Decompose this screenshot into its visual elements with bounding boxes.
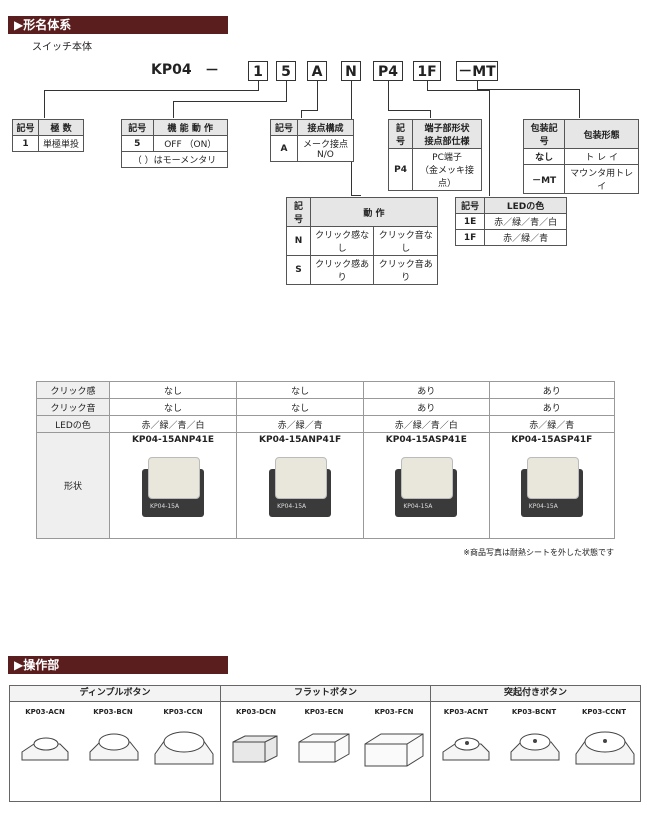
table-row: 形状 KP04-15ANP41E KP04-15A KP04-15ANP41F … — [37, 433, 615, 539]
part-number: KP04-15ANP41E — [110, 435, 236, 445]
table-row: LEDの色 赤／緑／青／白 赤／緑／青 赤／緑／青／白 赤／緑／青 — [37, 416, 615, 433]
button-drawing — [84, 722, 142, 766]
table-row: クリック音 なし なし あり あり — [37, 399, 615, 416]
code-box-contact: A — [307, 61, 327, 81]
code-box-led: 1F — [413, 61, 441, 81]
operator-item: KP03-ECN — [289, 708, 359, 766]
operator-item: KP03-CCNT — [569, 708, 639, 770]
code-box-terminal: P4 — [373, 61, 403, 81]
section-header-model-system: ▶形名体系 — [8, 16, 228, 34]
operator-item: KP03-FCN — [359, 708, 429, 770]
button-drawing — [361, 722, 427, 770]
operators-panel: ディンプルボタン KP03-ACN KP03-BCN KP03-CCN フラット… — [9, 685, 641, 802]
operator-group-dimple: ディンプルボタン KP03-ACN KP03-BCN KP03-CCN — [10, 686, 221, 801]
code-box-function: 5 — [276, 61, 296, 81]
button-drawing — [437, 722, 495, 766]
part-number: KP04-15ASP41E — [364, 435, 488, 445]
button-drawing — [16, 722, 74, 766]
section-subtitle: スイッチ本体 — [32, 38, 92, 53]
button-drawing — [151, 722, 215, 770]
button-drawing — [505, 722, 563, 766]
button-drawing — [227, 722, 285, 766]
product-photo: KP04-15A — [391, 451, 461, 521]
operator-item: KP03-DCN — [221, 708, 291, 766]
part-number: KP04-15ANP41F — [237, 435, 363, 445]
operator-group-flat: フラットボタン KP03-DCN KP03-ECN KP03-FCN — [221, 686, 431, 801]
operator-item: KP03-ACNT — [431, 708, 501, 766]
operator-item: KP03-ACN — [10, 708, 80, 766]
model-prefix: KP04 — [151, 62, 192, 78]
operator-item: KP03-BCNT — [499, 708, 569, 766]
code-box-action: N — [341, 61, 361, 81]
operator-item: KP03-CCN — [148, 708, 218, 770]
product-photo: KP04-15A — [517, 451, 587, 521]
table-row: クリック感 なし なし あり あり — [37, 382, 615, 399]
comparison-table: クリック感 なし なし あり あり クリック音 なし なし あり あり LEDの… — [36, 381, 615, 539]
model-dash: － — [205, 60, 219, 80]
code-box-packaging: －MT — [456, 61, 498, 81]
section-header-operators: ▶操作部 — [8, 656, 228, 674]
operator-item: KP03-BCN — [78, 708, 148, 766]
button-drawing — [572, 722, 636, 770]
product-photo: KP04-15A — [138, 451, 208, 521]
button-drawing — [293, 722, 355, 766]
part-number: KP04-15ASP41F — [490, 435, 614, 445]
operator-group-raised: 突起付きボタン KP03-ACNT KP03-BCNT KP03-CCNT — [431, 686, 640, 801]
photo-note: ※商品写真は耐熱シートを外した状態です — [463, 547, 614, 558]
product-photo: KP04-15A — [265, 451, 335, 521]
code-box-poles: 1 — [248, 61, 268, 81]
